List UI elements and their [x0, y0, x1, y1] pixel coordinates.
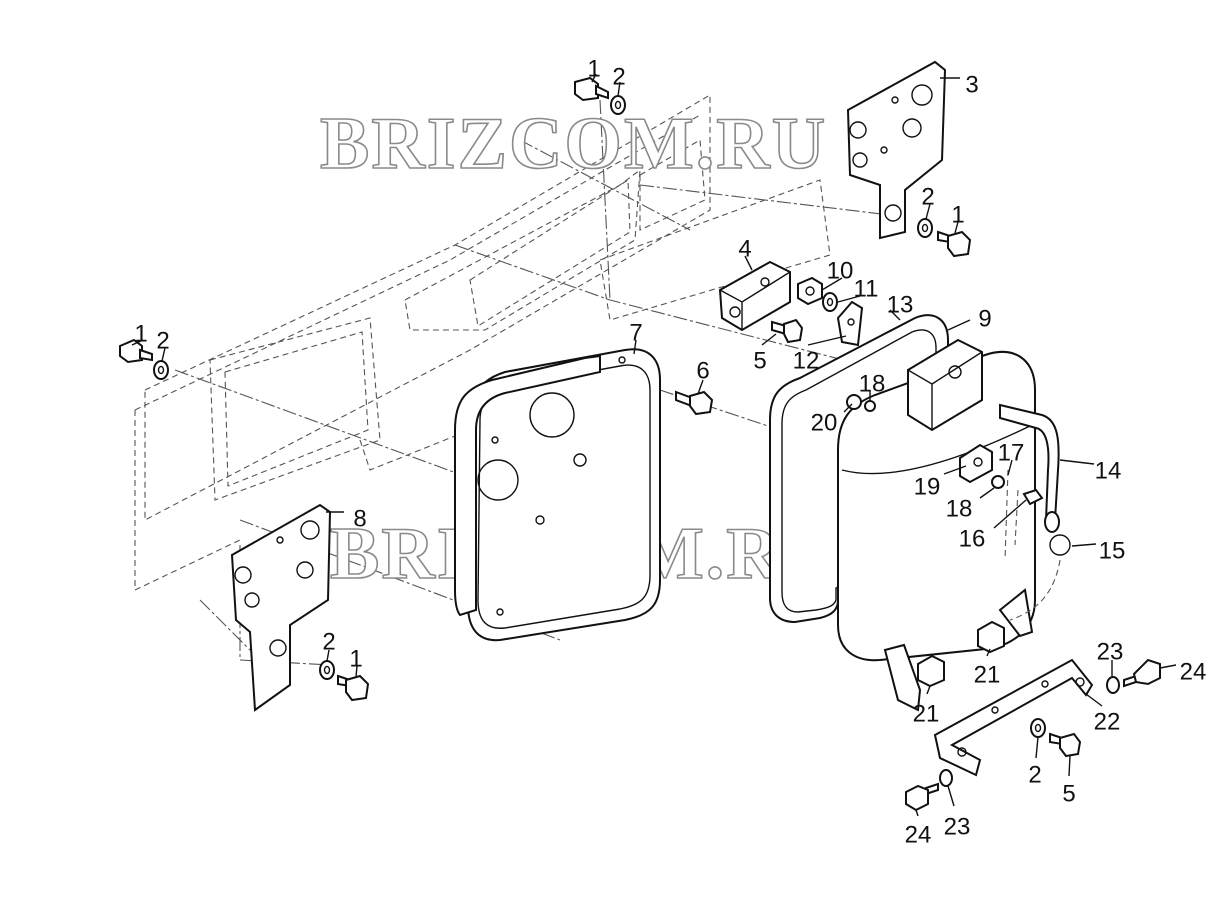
- hinge-bracket-4: [718, 260, 791, 332]
- callout-c24b: 24: [905, 821, 932, 848]
- callout-c12: 12: [793, 347, 820, 374]
- callout-c17: 17: [998, 439, 1025, 466]
- tank-9: [837, 338, 1060, 712]
- callout-c5a: 5: [753, 347, 766, 374]
- callout-c1a: 1: [587, 55, 600, 82]
- bracket-plate-3: [846, 60, 947, 240]
- callout-c2b: 2: [921, 183, 934, 210]
- callout-c4: 4: [738, 235, 751, 262]
- bracket-plate-8: [230, 503, 332, 712]
- callout-c9: 9: [978, 305, 991, 332]
- callout-c15: 15: [1099, 537, 1126, 564]
- callout-c5b: 5: [1062, 780, 1075, 807]
- callout-c1c: 1: [134, 320, 147, 347]
- callout-c3: 3: [965, 71, 978, 98]
- fasteners: [119, 76, 1161, 812]
- callout-c24a: 24: [1180, 658, 1207, 685]
- callout-c14: 14: [1095, 457, 1122, 484]
- chain-16: [1004, 469, 1071, 621]
- callout-c2c: 2: [156, 327, 169, 354]
- callout-c7: 7: [629, 319, 642, 346]
- callout-c6: 6: [696, 357, 709, 384]
- watermark-top: BRIZCOM.RU: [320, 103, 827, 185]
- callout-c8: 8: [353, 505, 366, 532]
- callout-c11: 11: [854, 275, 879, 302]
- callout-c13: 13: [887, 291, 914, 318]
- callout-c21a: 21: [974, 661, 1001, 688]
- leader-lines: [131, 73, 1177, 817]
- callout-c22: 22: [1094, 708, 1121, 735]
- callout-c18a: 18: [859, 370, 886, 397]
- callout-c16: 16: [959, 525, 986, 552]
- callout-c2d: 2: [322, 628, 335, 655]
- callout-c19: 19: [914, 473, 941, 500]
- callout-c23b: 23: [944, 813, 971, 840]
- callout-c23a: 23: [1097, 638, 1124, 665]
- callout-c1d: 1: [349, 645, 362, 672]
- gasket-frame-7: [454, 348, 661, 642]
- callout-c1b: 1: [951, 201, 964, 228]
- callout-c10: 10: [827, 257, 854, 284]
- callout-c21b: 21: [913, 700, 940, 727]
- callout-c2a: 2: [612, 63, 625, 90]
- callout-c2e: 2: [1028, 761, 1041, 788]
- callout-c20: 20: [811, 409, 838, 436]
- foot-bracket-22: [933, 658, 1094, 777]
- strap-12: [836, 300, 864, 347]
- callout-c18b: 18: [946, 495, 973, 522]
